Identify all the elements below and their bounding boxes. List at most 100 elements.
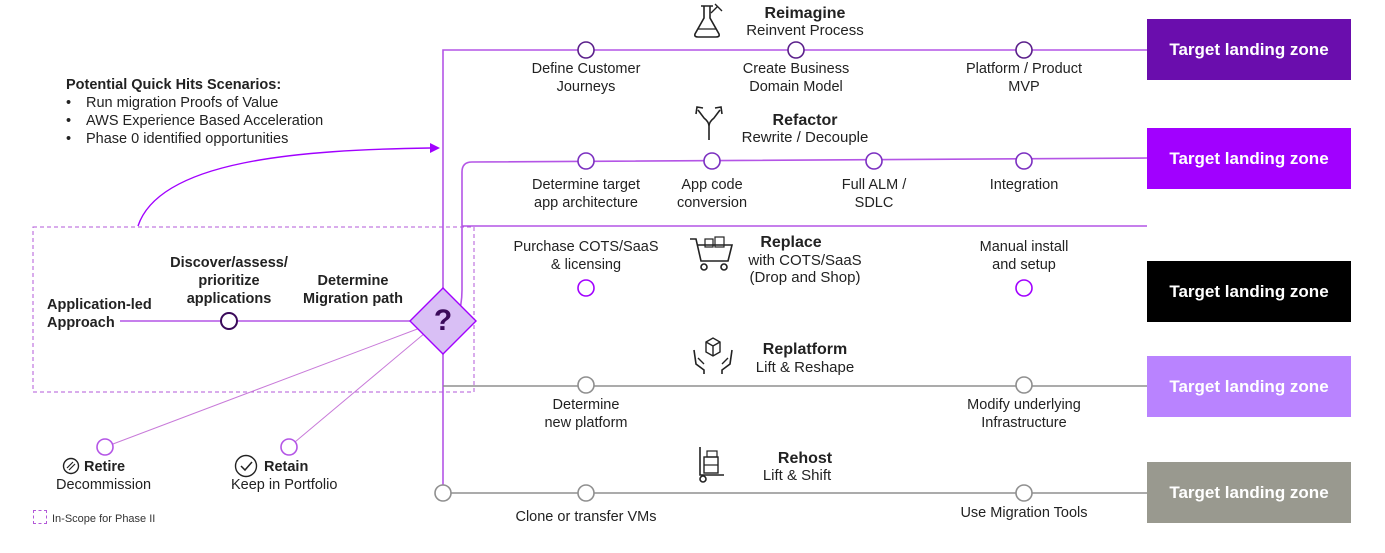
refactor-title: Refactor	[772, 112, 838, 129]
replatform-subtitle: Lift & Reshape	[755, 359, 855, 376]
reimagine-subtitle: Reinvent Process	[746, 22, 864, 39]
discover-label: Discover/assess/ prioritize applications	[170, 254, 288, 308]
rehost-step: Use Migration Tools	[960, 505, 1088, 521]
step-line: conversion	[676, 195, 748, 211]
step-line: and setup	[992, 257, 1056, 273]
replace-subtitle: with COTS/SaaS	[748, 252, 862, 269]
refactor-step-node	[703, 152, 721, 170]
discover-node	[220, 312, 238, 330]
approach-label: Application-led Approach	[47, 296, 152, 332]
quick-hits-item: Run migration Proofs of Value	[66, 94, 323, 112]
rehost-target-zone: Target landing zone	[1147, 462, 1351, 523]
legend: In-Scope for Phase II	[33, 510, 155, 525]
determine-label-line: Determine	[317, 273, 389, 289]
legend-swatch	[33, 510, 47, 524]
in-scope-region	[32, 226, 475, 393]
step-line: Integration	[989, 177, 1059, 193]
step-line: Determine	[552, 397, 620, 413]
determine-label-line: Migration path	[303, 291, 403, 307]
retain-connector	[288, 332, 426, 448]
step-line: MVP	[1008, 79, 1040, 95]
step-line: App code	[681, 177, 743, 193]
refactor-target-zone: Target landing zone	[1147, 128, 1351, 189]
step-line: Modify underlying	[967, 397, 1081, 413]
quick-hits-item: Phase 0 identified opportunities	[66, 130, 323, 148]
discover-label-line: prioritize	[198, 273, 260, 289]
step-line: & licensing	[550, 257, 622, 273]
replatform-step-node	[577, 376, 595, 394]
replace-step-node	[1015, 279, 1033, 297]
reimagine-title: Reimagine	[764, 5, 846, 22]
quick-hits-list: Run migration Proofs of Value AWS Experi…	[66, 94, 323, 148]
quick-hits-heading: Potential Quick Hits Scenarios:	[66, 77, 282, 93]
step-line: Purchase COTS/SaaS	[513, 239, 659, 255]
shopping-cart-icon	[690, 236, 734, 271]
replatform-step: Modify underlying Infrastructure	[967, 396, 1081, 432]
step-line: new platform	[544, 415, 628, 431]
discover-label-line: applications	[186, 291, 272, 307]
retire-title: Retire	[84, 459, 126, 475]
step-line: Domain Model	[749, 79, 843, 95]
arrowhead	[430, 143, 440, 153]
step-line: Define Customer	[531, 61, 641, 77]
refactor-step: Determine target app architecture	[532, 176, 640, 212]
retire-icon	[62, 457, 80, 475]
approach-label-line: Application-led	[47, 297, 152, 313]
retain-title: Retain	[264, 459, 309, 475]
legend-label: In-Scope for Phase II	[52, 513, 156, 525]
step-line: app architecture	[534, 195, 638, 211]
hands-box-icon	[693, 337, 733, 374]
check-circle-icon	[234, 454, 258, 478]
quick-hits: Potential Quick Hits Scenarios: Run migr…	[66, 76, 323, 148]
rehost-title: Rehost	[777, 450, 833, 467]
hand-truck-icon	[699, 447, 724, 483]
reimagine-step-node	[1015, 41, 1033, 59]
decision-diamond	[409, 287, 477, 355]
step-line: Journeys	[556, 79, 616, 95]
replace-target-zone: Target landing zone	[1147, 261, 1351, 322]
retire-subtitle: Decommission	[56, 477, 152, 493]
quick-hits-item: AWS Experience Based Acceleration	[66, 112, 323, 130]
approach-label-line: Approach	[47, 315, 115, 331]
replatform-target-zone: Target landing zone	[1147, 356, 1351, 417]
retain-node	[280, 438, 298, 456]
discover-label-line: Discover/assess/	[170, 255, 288, 271]
replatform-title: Replatform	[762, 341, 848, 358]
step-line: SDLC	[854, 195, 894, 211]
rehost-subtitle: Lift & Shift	[762, 467, 832, 484]
replatform-step-node	[1015, 376, 1033, 394]
reimagine-step: Platform / Product MVP	[966, 60, 1082, 96]
retire-node	[96, 438, 114, 456]
retire-connector	[104, 327, 421, 448]
step-line: Create Business	[742, 61, 850, 77]
refactor-subtitle: Rewrite / Decouple	[741, 129, 869, 146]
refactor-step-node	[577, 152, 595, 170]
decision-symbol: ?	[433, 304, 453, 337]
determine-label: Determine Migration path	[303, 272, 403, 308]
replace-step: Manual install and setup	[980, 238, 1069, 274]
replace-subtitle: (Drop and Shop)	[749, 269, 861, 286]
refactor-step: Integration	[990, 176, 1059, 194]
replace-title: Replace	[760, 234, 822, 251]
refactor-step-node	[1015, 152, 1033, 170]
step-line: Platform / Product	[965, 61, 1083, 77]
flask-icon	[694, 3, 723, 38]
refactor-step-node	[865, 152, 883, 170]
replatform-step: Determine new platform	[544, 396, 627, 432]
rehost-start-node	[434, 484, 452, 502]
rehost-step: Clone or transfer VMs	[515, 509, 657, 525]
refactor-step: App code conversion	[677, 176, 747, 212]
replace-step-node	[577, 279, 595, 297]
rehost-step-node	[577, 484, 595, 502]
refactor-step: Full ALM / SDLC	[842, 176, 906, 212]
reimagine-step-node	[787, 41, 805, 59]
quick-hits-arrow	[137, 147, 431, 227]
reimagine-step: Define Customer Journeys	[532, 60, 641, 96]
rehost-step-node	[1015, 484, 1033, 502]
step-line: Determine target	[532, 177, 640, 193]
step-line: Manual install	[979, 239, 1069, 255]
step-line: Full ALM /	[841, 177, 907, 193]
reimagine-target-zone: Target landing zone	[1147, 19, 1351, 80]
step-line: Infrastructure	[981, 415, 1067, 431]
